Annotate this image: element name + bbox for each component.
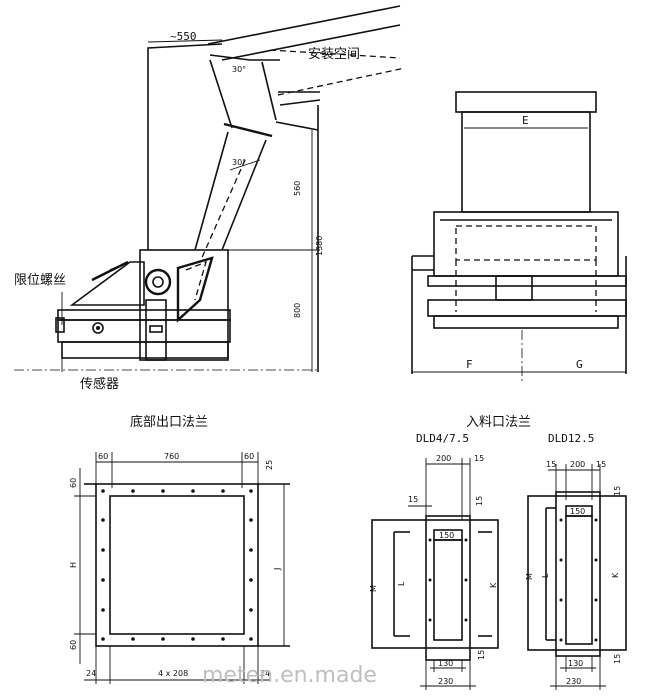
outlet-bottom-right: 24 (260, 669, 270, 678)
inlet-large-bottom-outer: 230 (566, 677, 581, 686)
outlet-right-top: 25 (265, 460, 274, 470)
inlet-small-dim-K: K (489, 582, 498, 588)
inlet-large-dim-M: M (525, 573, 534, 580)
outlet-top-left: 60 (98, 452, 108, 461)
outlet-right-mid: J (273, 568, 282, 571)
model-dld12-label: DLD12.5 (548, 432, 594, 445)
inlet-small-side-b: 15 (475, 496, 484, 506)
limit-screw-label: 限位螺丝 (14, 273, 66, 288)
inlet-large-top-right: 15 (596, 460, 606, 469)
outlet-flange-view: 底部出口法兰 60 760 60 25 60 H 60 (69, 414, 290, 684)
dim-1380: 1380 (315, 236, 324, 256)
angle-label-1: 30° (232, 65, 246, 74)
dim-560: 560 (293, 181, 302, 196)
inlet-large-top-mid: 200 (570, 460, 585, 469)
sensor-label: 传感器 (80, 376, 119, 392)
outlet-left-mid: H (69, 562, 78, 568)
front-view: E F G (411, 91, 627, 384)
inlet-small-bottom-15: 15 (477, 650, 486, 660)
inlet-large-dim-K: K (611, 572, 620, 578)
outlet-bottom-mid: 4 x 208 (158, 669, 188, 678)
outlet-top-mid: 760 (164, 452, 179, 461)
inlet-large-inner-top: 150 (570, 507, 585, 516)
inlet-small-inner-top: 150 (439, 531, 454, 540)
inlet-small-side-a: 15 (408, 495, 418, 504)
inlet-large-bottom-15: 15 (613, 654, 622, 664)
inlet-small-bottom-outer: 230 (438, 677, 453, 686)
inlet-large-top-left: 15 (546, 460, 556, 469)
model-dld4-label: DLD4/7.5 (416, 432, 469, 445)
dim-F: F (466, 358, 473, 371)
inlet-large-view: 15 200 15 15 150 M L K 15 130 230 (525, 460, 627, 690)
outlet-left-bottom: 60 (69, 640, 78, 650)
inlet-small-top-mid: 200 (436, 454, 451, 463)
dim-E: E (522, 114, 529, 127)
outlet-top-right: 60 (244, 452, 254, 461)
inlet-small-bottom-inner: 130 (438, 659, 453, 668)
inlet-large-dim-L: L (541, 573, 550, 578)
dim-G: G (576, 358, 583, 371)
inlet-large-right-15: 15 (613, 486, 622, 496)
inlet-small-top-right: 15 (474, 454, 484, 463)
outlet-flange-title: 底部出口法兰 (130, 414, 208, 430)
dim-550: ~550 (170, 30, 197, 43)
angle-label-2: 30° (232, 158, 246, 167)
inlet-small-dim-M: M (369, 585, 378, 592)
outlet-left-top: 60 (69, 478, 78, 488)
install-space-label: 安装空间 (308, 47, 360, 62)
inlet-small-view: 200 15 15 15 150 M L K 15 130 230 (369, 454, 499, 690)
inlet-flange-title: 入料口法兰 (466, 415, 531, 430)
inlet-small-dim-L: L (397, 581, 406, 586)
dim-800: 800 (293, 303, 302, 318)
inlet-large-bottom-inner: 130 (568, 659, 583, 668)
watermark: meten.en.made (202, 663, 377, 688)
side-view: ~550 安装空间 30° 30° 560 1380 800 (14, 5, 406, 392)
outlet-bottom-left: 24 (86, 669, 96, 678)
